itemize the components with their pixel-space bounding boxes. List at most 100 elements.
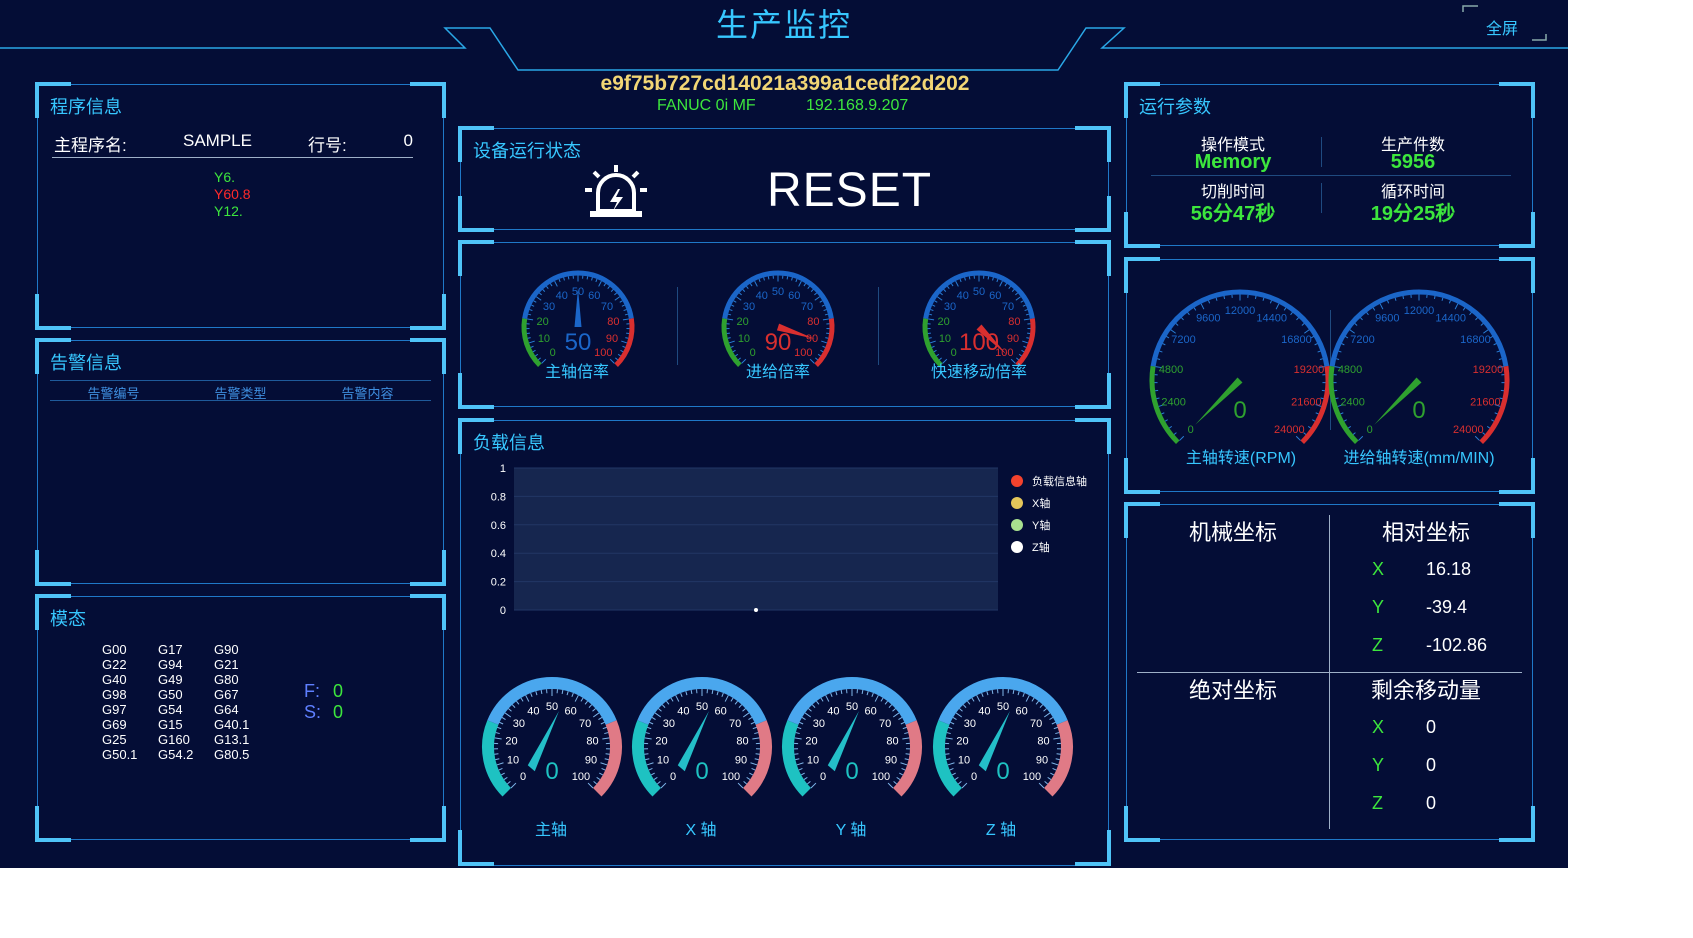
g-code: G160: [158, 732, 190, 747]
gauge-tick-label: 2400: [1161, 396, 1185, 408]
gauge-tick-label: 10: [538, 333, 550, 345]
gauge-tick-label: 60: [989, 290, 1001, 302]
g-code: G22: [102, 657, 127, 672]
coords-panel: 机械坐标 相对坐标 绝对坐标 剩余移动量 X 16.18 Y -39.4 Z -…: [1124, 502, 1535, 842]
gauge-tick-label: 16800: [1281, 334, 1312, 346]
legend-item[interactable]: Z轴: [1011, 539, 1050, 555]
code-line: Y12.: [214, 203, 243, 219]
program-divider: [52, 157, 413, 158]
status-value: RESET: [767, 164, 933, 217]
g-code: G54.2: [158, 747, 194, 762]
g-code: G17: [158, 642, 183, 657]
remaining-move-title: 剩余移动量: [1370, 678, 1481, 703]
gauge-tick-label: 90: [885, 755, 897, 767]
gauge-tick-label: 21600: [1470, 396, 1501, 408]
gauge-tick-label: 0: [820, 771, 826, 783]
gauge-zone: [922, 318, 943, 367]
gauge-zone: [782, 720, 812, 797]
y-tick-label: 0.6: [491, 520, 506, 532]
legend-item[interactable]: 负载信息轴: [1011, 473, 1087, 489]
gauge-tick-label: 80: [886, 736, 898, 748]
y-tick-label: 1: [500, 463, 506, 475]
alarm-column-header: 告警内容: [341, 386, 394, 401]
gauge-tick-label: 70: [601, 301, 613, 313]
gauge-tick-label: 50: [546, 701, 558, 713]
alarm-panel-title: 告警信息: [50, 353, 122, 373]
g-code: G69: [102, 717, 127, 732]
gauge-tick-label: 9600: [1375, 313, 1399, 325]
gauge-tick-label: 90: [806, 333, 818, 345]
load-panel-title: 负载信息: [473, 433, 545, 453]
header-frame: [0, 5, 1568, 71]
g-code: G97: [102, 702, 127, 717]
gauge-tick-label: 70: [801, 301, 813, 313]
legend-label: X轴: [1032, 498, 1051, 510]
rate-panel: 0102030405060708090100500102030405060708…: [458, 240, 1111, 409]
gauge-tick-label: 50: [997, 701, 1009, 713]
gauge-tick-label: 100: [722, 771, 740, 783]
gauge-tick-label: 40: [556, 290, 568, 302]
gauge-tick-label: 10: [807, 755, 819, 767]
gauge-needle: [574, 288, 582, 327]
legend-item[interactable]: X轴: [1011, 495, 1050, 511]
fullscreen-button[interactable]: 全屏: [1486, 21, 1519, 38]
gauge-zone: [892, 720, 922, 797]
gauge-tick-label: 70: [1002, 301, 1014, 313]
gauge-label: 进给倍率: [745, 364, 810, 381]
g-code: G21: [214, 657, 239, 672]
coords-divider: [1137, 672, 1522, 673]
g-code: G25: [102, 732, 127, 747]
dashboard-screen: 生产监控 全屏 e9f75b727cd14021a399a1cedf22d202…: [0, 0, 1568, 868]
y-tick-label: 0.4: [491, 548, 506, 560]
gauge-tick-label: 21600: [1291, 396, 1322, 408]
gauge-tick-label: 100: [995, 347, 1013, 359]
gauge-needle: [527, 711, 559, 772]
gauge-tick-label: 10: [507, 755, 519, 767]
gauge-zone: [1328, 365, 1359, 444]
gauge-value: 0: [1233, 397, 1246, 424]
gauge-value: 50: [565, 329, 592, 356]
gauge-tick-label: 60: [788, 290, 800, 302]
gauge-tick-label: 14400: [1435, 313, 1466, 325]
g-code: G50: [158, 687, 183, 702]
status-panel: 设备运行状态 RESET: [458, 126, 1111, 232]
mode-label: 操作模式: [1200, 137, 1265, 154]
line-number-value: 0: [403, 131, 413, 150]
gauge-zone: [742, 720, 772, 797]
cut-time-value: 56分47秒: [1190, 203, 1276, 225]
g-code: G40: [102, 672, 127, 687]
gauge-tick-label: 60: [564, 705, 576, 717]
speed-gauges: 0240048007200960012000144001680019200216…: [1149, 289, 1510, 444]
gauge-tick-label: 90: [1036, 755, 1048, 767]
chart-point: [754, 608, 758, 612]
gauge-zone: [1329, 289, 1509, 367]
gauge-zone: [487, 677, 617, 725]
gauge-tick-label: 14400: [1256, 313, 1287, 325]
run-params-panel: 运行参数 操作模式 Memory 生产件数 5956 切削时间 56分47秒 循…: [1124, 82, 1535, 248]
remaining-axis-label: Y: [1372, 755, 1385, 775]
gauge-tick-label: 30: [513, 718, 525, 730]
cut-time-label: 切削时间: [1200, 184, 1265, 201]
gauge-tick-label: 100: [1023, 771, 1041, 783]
gauge-tick-label: 19200: [1473, 364, 1504, 376]
gauge-needle: [1374, 377, 1422, 425]
gauge-zone: [1479, 365, 1510, 444]
gauge-tick-label: 0: [670, 771, 676, 783]
gauge-tick-label: 60: [714, 705, 726, 717]
remaining-axis-label: X: [1372, 717, 1385, 737]
gauge-tick-label: 80: [1008, 316, 1020, 328]
gauge-tick-label: 0: [951, 347, 957, 359]
gauge-zone: [923, 270, 1035, 319]
gauge-tick-label: 20: [537, 316, 549, 328]
axis-gauge-label: Z 轴: [985, 822, 1017, 839]
program-panel-title: 程序信息: [50, 97, 122, 117]
legend-item[interactable]: Y轴: [1011, 517, 1050, 533]
gauge-tick-label: 9600: [1196, 313, 1220, 325]
gauge-tick-label: 70: [1030, 718, 1042, 730]
gauge-tick-label: 19200: [1294, 364, 1325, 376]
gauge-zone: [938, 677, 1068, 725]
gauge-zone: [1150, 289, 1330, 367]
gauge-tick-label: 90: [1007, 333, 1019, 345]
